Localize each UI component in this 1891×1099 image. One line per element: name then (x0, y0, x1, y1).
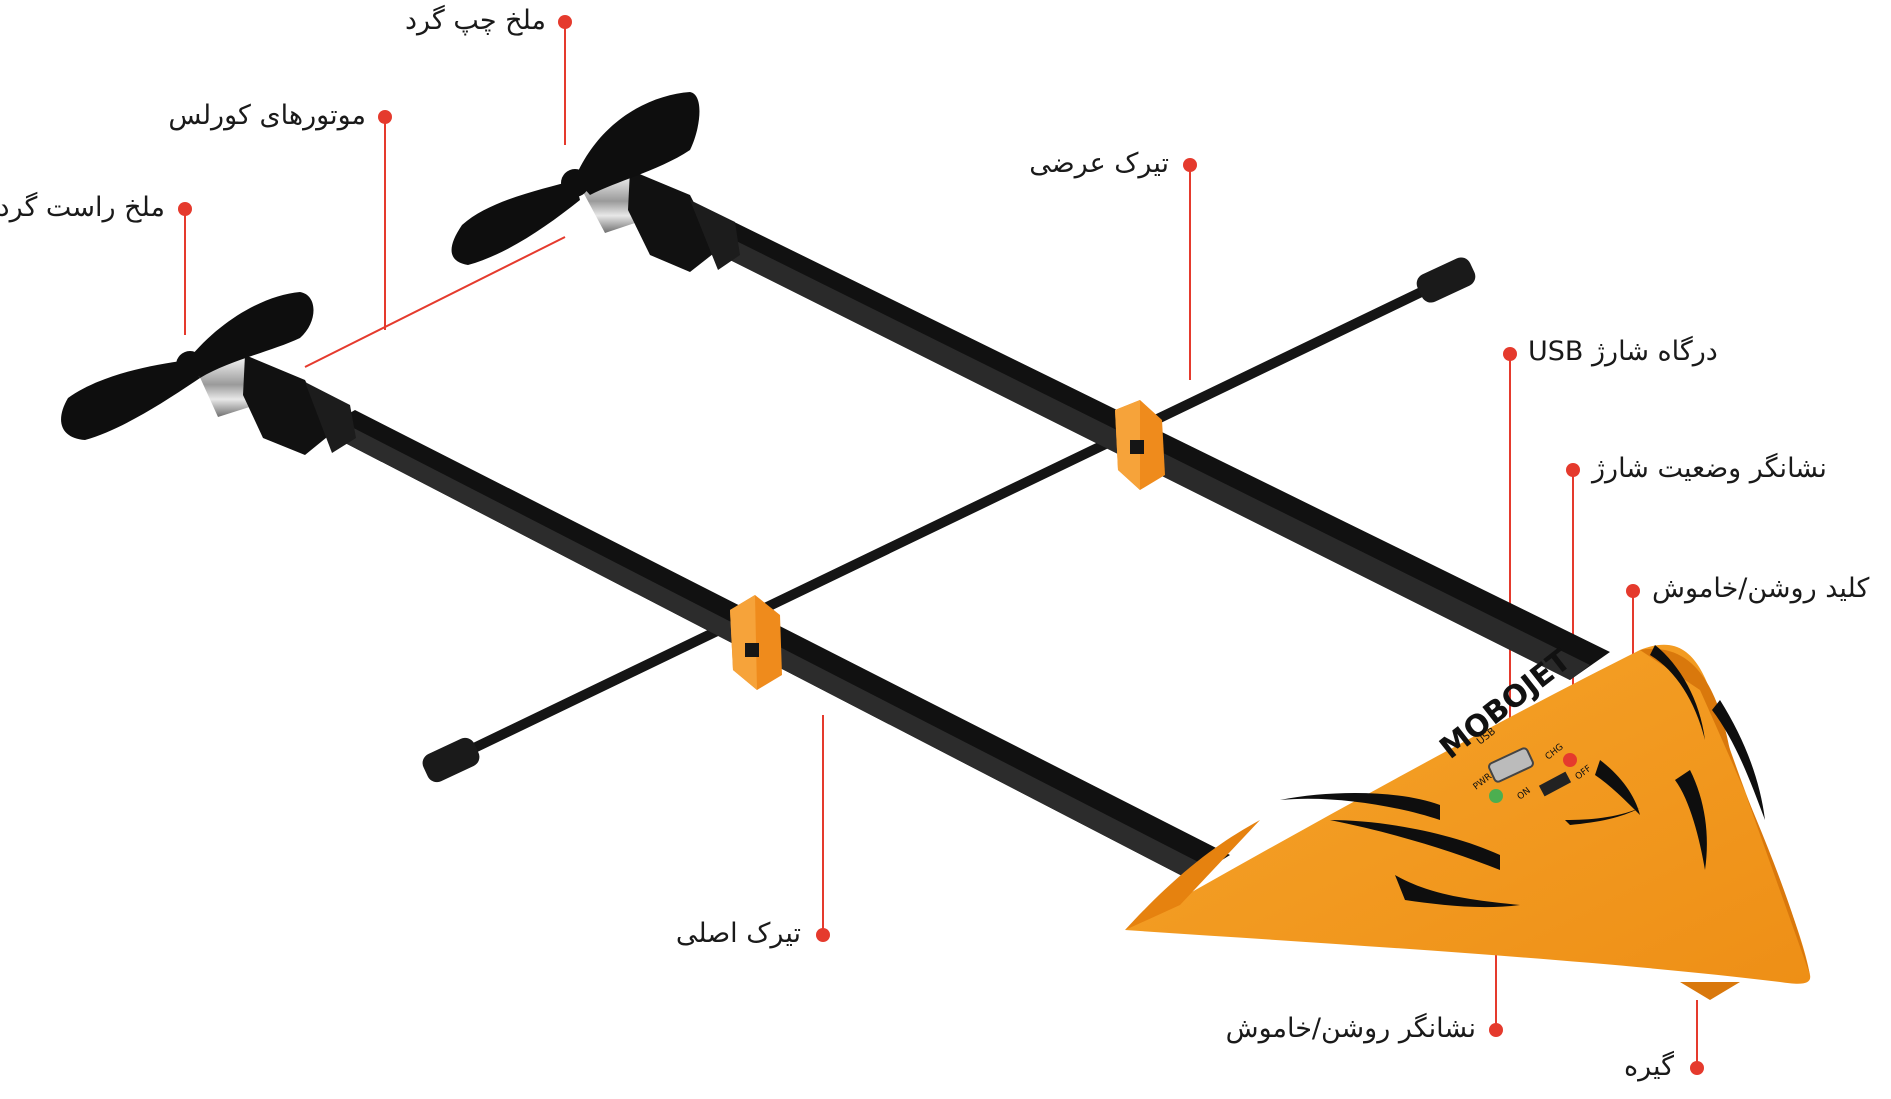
label-main-beam: تیرک اصلی (675, 918, 801, 949)
dot-main-beam (816, 928, 830, 942)
clamp-lower (730, 595, 782, 690)
power-switch[interactable] (1538, 771, 1572, 797)
clip (1680, 982, 1740, 1000)
dot-power-switch (1626, 584, 1640, 598)
label-right-propeller: ملخ راست گرد (0, 192, 165, 223)
dot-power-indicator (1489, 1023, 1503, 1037)
label-clip: گیره (1623, 1051, 1674, 1082)
label-charge-indicator: نشانگر وضعیت شارژ (1592, 453, 1827, 484)
label-left-propeller: ملخ چپ گرد (405, 5, 546, 36)
wing-body: MOBOJET USB CHG PWR ON OFF (1125, 642, 1811, 1000)
right-motor (198, 355, 356, 455)
label-power-switch: کلید روشن/خاموش (1652, 573, 1870, 604)
cross-beam (422, 257, 1476, 783)
label-usb-port: درگاه شارژ USB (1528, 336, 1718, 367)
dot-right-propeller (178, 202, 192, 216)
wing-stripes (1280, 645, 1765, 908)
dot-charge-indicator (1566, 463, 1580, 477)
cross-beam-end-cap-left (422, 737, 480, 783)
usb-port (1488, 747, 1534, 783)
label-coreless-motors: موتورهای کورلس (168, 100, 366, 131)
clamp-upper (1115, 400, 1165, 490)
label-power-indicator: نشانگر روشن/خاموش (1225, 1013, 1476, 1044)
dot-coreless-motors (378, 110, 392, 124)
cross-beam-end-cap-right (1416, 257, 1476, 303)
dot-left-propeller (558, 15, 572, 29)
label-cross-beam: تیرک عرضی (1029, 148, 1169, 179)
right-propeller (61, 292, 314, 440)
dot-cross-beam (1183, 158, 1197, 172)
dot-usb-port (1503, 347, 1517, 361)
left-propeller (451, 92, 700, 265)
power-led (1489, 789, 1503, 803)
dot-clip (1690, 1061, 1704, 1075)
charge-led (1563, 753, 1577, 767)
